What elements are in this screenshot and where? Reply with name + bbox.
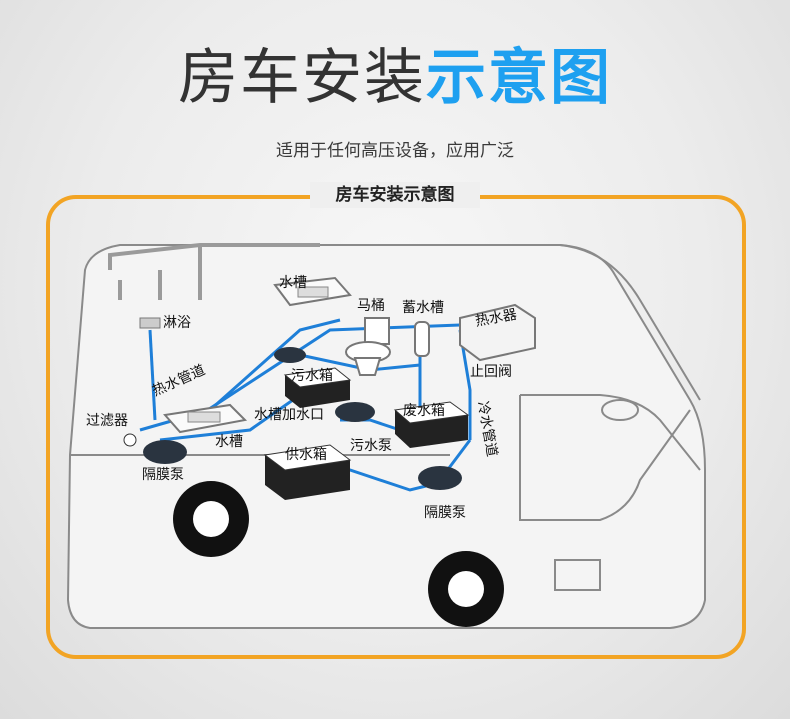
sink-middle-unit xyxy=(163,403,248,434)
shower-rail xyxy=(108,243,320,300)
shower-head-unit xyxy=(139,317,161,329)
supply-tank-unit xyxy=(263,444,352,500)
page-title: 房车安装示意图 xyxy=(0,38,790,118)
title-part1: 房车安装 xyxy=(178,43,426,113)
rv-outline xyxy=(66,244,706,629)
title-part2: 示意图 xyxy=(426,43,612,113)
water-heater-unit xyxy=(459,303,536,362)
page-subtitle: 适用于任何高压设备，应用广泛 xyxy=(276,141,514,161)
sewage-tank-unit xyxy=(283,367,352,408)
sink-top-unit xyxy=(273,276,352,307)
label-sink-bottom: 水槽 xyxy=(215,434,243,450)
sewage-pump-unit xyxy=(335,402,375,422)
label-sink-top: 水槽 xyxy=(279,275,307,291)
pump-right xyxy=(418,466,462,490)
wheel-right xyxy=(428,551,504,627)
label-check-valve: 止回阀 xyxy=(470,364,512,380)
label-waste-tank: 废水箱 xyxy=(403,403,445,419)
wheel-left xyxy=(173,481,249,557)
label-toilet: 马桶 xyxy=(357,298,385,314)
pump-left xyxy=(123,433,187,464)
frame-title: 房车安装示意图 xyxy=(310,182,480,208)
fill-pump-unit xyxy=(274,347,306,363)
label-sink-fill: 水槽加水口 xyxy=(254,407,324,423)
label-diaphragm-pump-right: 隔膜泵 xyxy=(424,505,466,521)
label-supply-tank: 供水箱 xyxy=(285,447,327,463)
label-shower: 淋浴 xyxy=(163,315,191,331)
label-diaphragm-pump-left: 隔膜泵 xyxy=(142,467,184,483)
storage-tank-unit xyxy=(414,321,430,357)
toilet-unit xyxy=(345,317,391,376)
waste-tank-unit xyxy=(393,401,470,448)
label-filter: 过滤器 xyxy=(86,413,128,429)
label-storage-tank: 蓄水槽 xyxy=(402,300,444,316)
label-sewage-tank: 污水箱 xyxy=(291,368,333,384)
label-sewage-pump: 污水泵 xyxy=(350,438,392,454)
